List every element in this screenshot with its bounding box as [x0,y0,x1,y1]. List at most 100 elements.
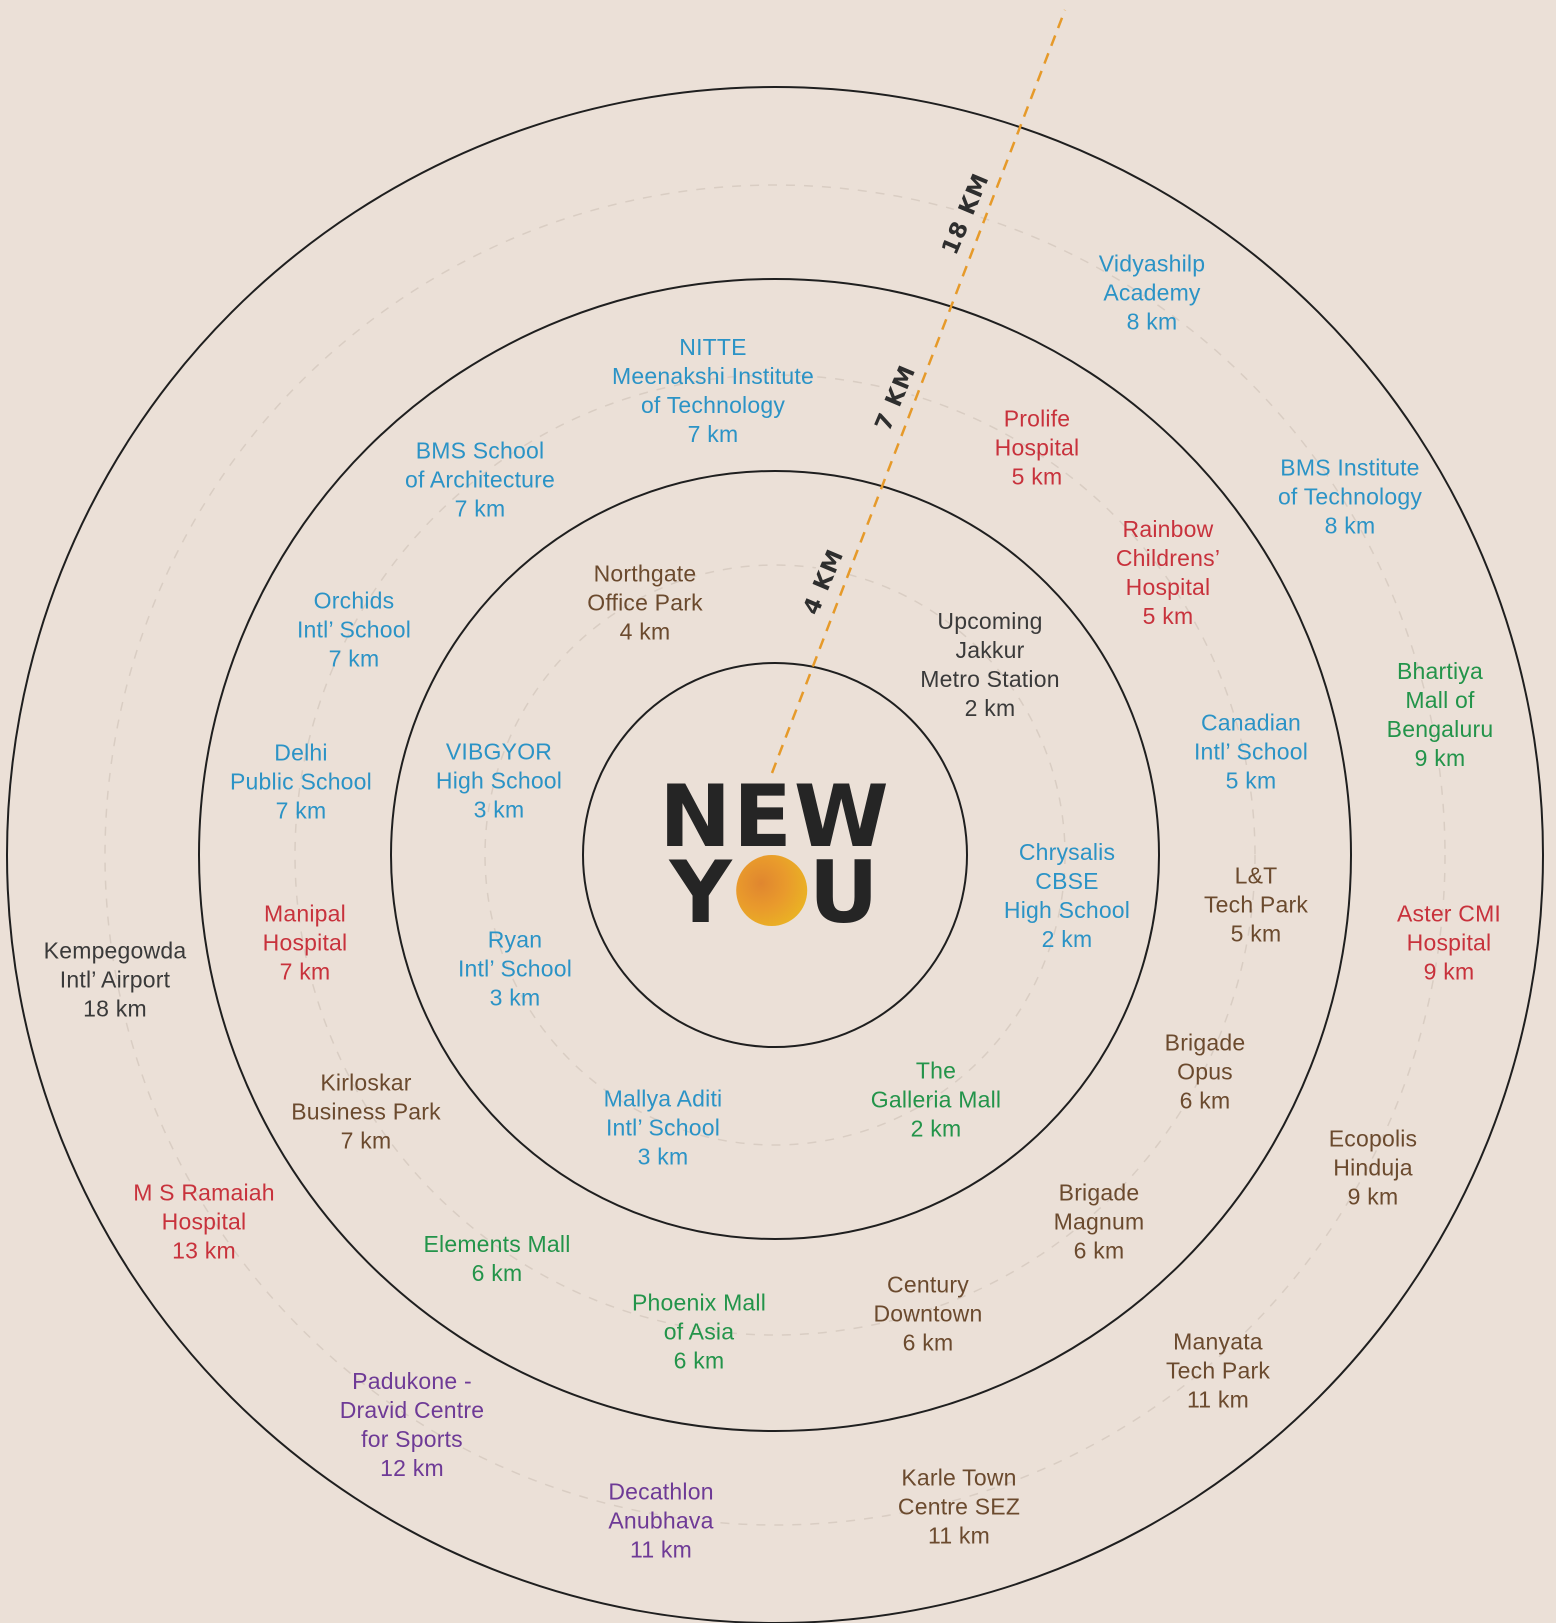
place-elements-mall: Elements Mall 6 km [423,1230,570,1288]
place-name-line: Intl’ School [605,1114,721,1141]
place-name-line: NITTE [679,334,747,360]
place-distance: 18 km [83,995,147,1022]
place-name-line: Hospital [994,434,1080,461]
place-name-line: Padukone - [352,1368,472,1394]
place-name-line: Aster CMI [1396,900,1502,927]
place-name-line: Ryan [487,926,543,953]
place-name-line: Magnum [1053,1208,1145,1235]
place-orchids-intl-school: Orchids Intl’ School 7 km [297,587,411,674]
place-name-line: Kempegowda [43,937,187,964]
place-name-line: Hinduja [1333,1154,1413,1181]
place-vidyashilp-academy: Vidyashilp Academy 8 km [1099,250,1205,337]
place-name-line: Elements Mall [423,1231,571,1257]
place-name-line: of Architecture [404,466,556,493]
place-distance: 12 km [380,1455,444,1481]
place-distance: 7 km [454,495,506,522]
place-name-line: The [915,1057,957,1084]
logo-letter-u: U [808,843,881,943]
place-distance: 11 km [928,1522,990,1549]
place-name-line: Brigade [1164,1029,1246,1056]
guide-circle-outer [104,184,1446,1526]
place-decathlon-anubhava: Decathlon Anubhava 11 km [608,1478,713,1565]
place-lt-tech-park: L&T Tech Park 5 km [1204,862,1308,949]
place-name-line: Hospital [161,1208,247,1235]
place-name-line: BMS Institute [1280,454,1420,481]
place-distance: 9 km [1414,745,1466,771]
place-distance: 7 km [340,1127,392,1154]
place-name-line: Brigade [1058,1179,1140,1206]
place-name-line: Downtown [873,1300,983,1327]
place-name-line: High School [435,767,563,794]
place-name-line: Northgate [593,560,697,587]
place-distance: 13 km [172,1237,236,1264]
place-name-line: Delhi [274,739,328,766]
place-vibgyor-high-school: VIBGYOR High School 3 km [436,738,562,825]
place-distance: 7 km [687,421,739,447]
sun-icon [735,855,807,926]
place-name-line: Anubhava [608,1507,714,1534]
place-distance: 5 km [1142,603,1194,629]
place-name-line: Mallya Aditi [603,1085,723,1112]
place-mallya-aditi-intl-school: Mallya Aditi Intl’ School 3 km [604,1085,723,1172]
place-name-line: Intl’ School [457,955,573,982]
place-name-line: Upcoming [937,608,1043,634]
place-canadian-intl-school: Canadian Intl’ School 5 km [1194,709,1308,796]
place-name-line: Century [887,1271,969,1298]
place-name-line: Vidyashilp [1098,250,1206,277]
place-distance: 6 km [1073,1237,1125,1264]
place-distance: 11 km [630,1536,692,1563]
place-name-line: Bhartiya [1397,658,1483,684]
place-name-line: L&T [1234,862,1278,889]
ring-18km [6,86,1544,1623]
place-distance: 2 km [910,1115,962,1142]
place-name-line: Intl’ School [296,616,412,643]
place-name-line: Dravid Centre [339,1397,485,1423]
place-bhartiya-mall-of-bengaluru: Bhartiya Mall of Bengaluru 9 km [1387,657,1494,773]
place-name-line: Bengaluru [1386,716,1494,742]
place-karle-town-centre-sez: Karle Town Centre SEZ 11 km [898,1464,1020,1551]
place-name-line: Tech Park [1203,891,1309,918]
place-padukone-dravid-centre: Padukone - Dravid Centre for Sports 12 k… [340,1367,485,1483]
place-name-line: Manyata [1173,1328,1263,1355]
place-brigade-magnum: Brigade Magnum 6 km [1054,1179,1145,1266]
place-distance: 6 km [471,1260,523,1286]
place-distance: 9 km [1347,1183,1399,1210]
place-name-line: Galleria Mall [870,1086,1002,1113]
center-ring [582,662,968,1048]
place-name-line: Kirloskar [320,1069,412,1096]
place-name-line: Hospital [262,929,348,956]
place-name-line: Centre SEZ [897,1493,1021,1520]
place-name-line: Rainbow [1122,516,1214,542]
place-name-line: Business Park [291,1098,441,1125]
place-name-line: Academy [1103,279,1201,306]
place-name-line: Karle Town [901,1464,1017,1491]
place-distance: 3 km [637,1143,689,1170]
place-name-line: M S Ramaiah [133,1179,275,1206]
place-name-line: VIBGYOR [445,738,553,765]
place-name-line: Prolife [1003,405,1071,432]
place-name-line: Public School [230,768,372,795]
place-distance: 8 km [1126,308,1178,335]
place-manipal-hospital: Manipal Hospital 7 km [263,900,348,987]
place-distance: 5 km [1225,767,1277,794]
place-prolife-hospital: Prolife Hospital 5 km [995,405,1080,492]
place-name-line: Intl’ Airport [59,966,171,993]
place-name-line: Office Park [587,589,703,616]
place-rainbow-childrens-hospital: Rainbow Childrens’ Hospital 5 km [1116,515,1220,631]
ring-4km [390,470,1160,1240]
place-name-line: of Asia [663,1318,735,1345]
place-manyata-tech-park: Manyata Tech Park 11 km [1166,1328,1270,1415]
place-distance: 7 km [279,958,331,985]
place-name-line: Mall of [1405,687,1475,713]
place-kirloskar-business-park: Kirloskar Business Park 7 km [291,1069,441,1156]
place-name-line: Hospital [1125,574,1211,600]
ring-7km [198,278,1352,1432]
place-distance: 6 km [673,1347,725,1374]
place-aster-cmi-hospital: Aster CMI Hospital 9 km [1397,900,1501,987]
place-distance: 7 km [328,645,380,672]
place-distance: 5 km [1011,463,1063,490]
